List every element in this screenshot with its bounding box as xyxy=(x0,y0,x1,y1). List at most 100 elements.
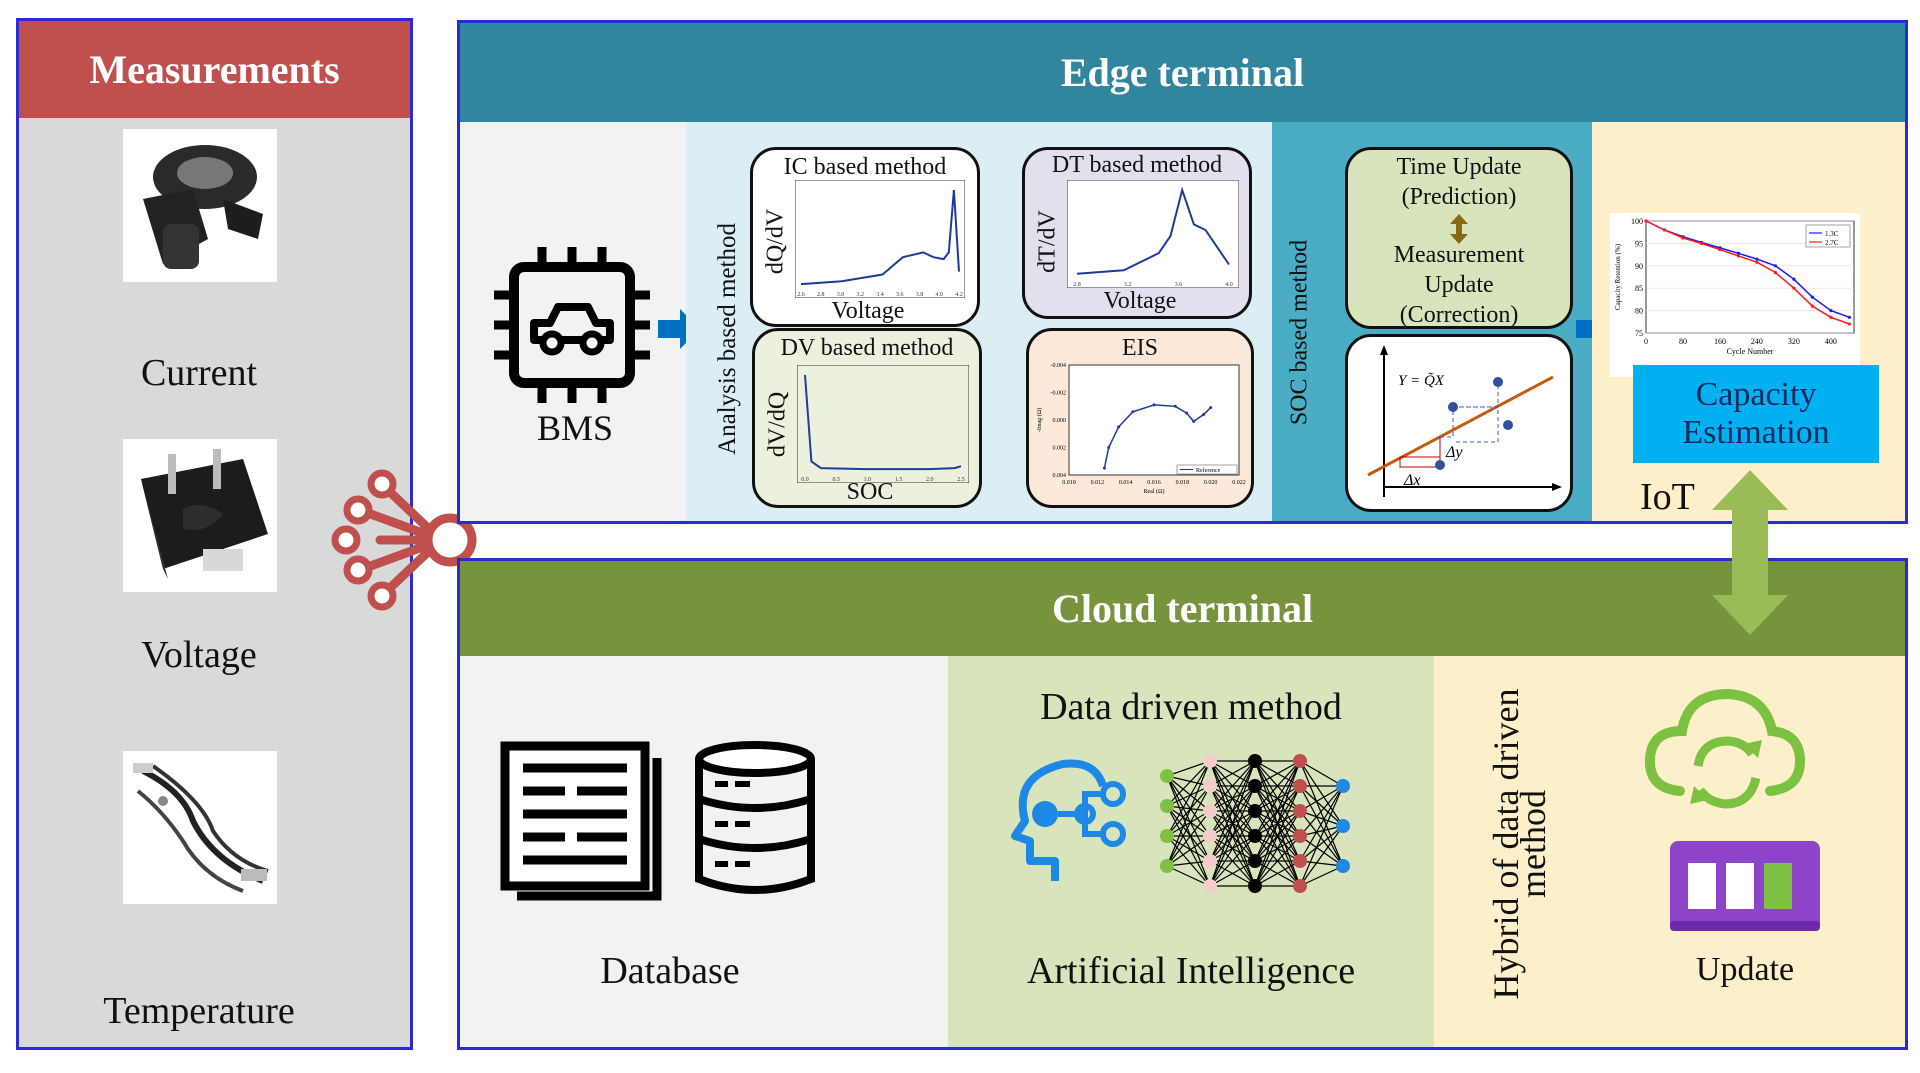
regression-equation: Y = Q̃X xyxy=(1398,372,1445,389)
data-point xyxy=(1102,466,1106,470)
eis-chart-title: EIS xyxy=(1122,335,1158,361)
delta-x-label: Δx xyxy=(1403,472,1421,489)
nn-edge xyxy=(1299,760,1344,787)
nn-edge xyxy=(1299,785,1344,887)
legend-label: 2.7C xyxy=(1825,239,1839,247)
nn-node xyxy=(1293,879,1307,893)
iot-label: IoT xyxy=(1640,476,1695,518)
nn-edge xyxy=(1166,775,1211,787)
regression-plot: Y = Q̃X Δy Δx xyxy=(1367,345,1562,497)
nn-node xyxy=(1160,769,1174,783)
data-point xyxy=(1192,419,1196,423)
nn-edge xyxy=(1299,785,1344,862)
series-line xyxy=(1103,404,1212,469)
ai-head-icon xyxy=(1011,759,1126,881)
data-point xyxy=(1755,257,1759,261)
nn-edge xyxy=(1166,775,1211,887)
nn-edge xyxy=(1166,785,1211,867)
soc-method-label: SOC based method xyxy=(1286,239,1313,426)
nn-node xyxy=(1293,804,1307,818)
tick-label: 320 xyxy=(1788,337,1800,346)
nn-edge xyxy=(1166,760,1211,837)
data-point xyxy=(1131,410,1135,414)
database-icon xyxy=(695,741,815,894)
nn-edge xyxy=(1166,760,1211,807)
tick-label: 2.5 xyxy=(957,477,965,483)
data-point xyxy=(1185,411,1189,415)
dv-chart-xlabel: SOC xyxy=(846,479,894,505)
nn-edge xyxy=(1209,760,1256,862)
data-point xyxy=(1792,286,1796,290)
current-label: Current xyxy=(140,352,258,394)
nn-node xyxy=(1160,859,1174,873)
nn-edge xyxy=(1166,785,1211,837)
dt-chart-xlabel: Voltage xyxy=(1103,288,1177,314)
measurements-header: Measurements xyxy=(19,21,410,118)
dt-chart-title: DT based method xyxy=(1051,152,1223,178)
nn-edge xyxy=(1166,805,1211,862)
nn-edge xyxy=(1254,760,1301,787)
nn-edge xyxy=(1299,760,1344,827)
nn-edge xyxy=(1166,835,1211,887)
tick-label: 100 xyxy=(1631,217,1643,226)
voltage-label: Voltage xyxy=(141,634,257,676)
ic-chart-xlabel: Voltage xyxy=(831,298,905,324)
nn-node xyxy=(1248,829,1262,843)
tick-label: 3.4 xyxy=(876,292,884,298)
data-point xyxy=(1755,260,1759,264)
tick-label: 4.0 xyxy=(936,292,944,298)
tick-label: 0.0 xyxy=(801,477,809,483)
nn-node xyxy=(1203,879,1217,893)
series-line xyxy=(804,374,962,471)
tick-label: 3.2 xyxy=(857,292,865,298)
temperature-sensor-image xyxy=(123,751,277,904)
nn-edge xyxy=(1254,760,1301,862)
nn-edge xyxy=(1299,825,1344,862)
nn-edge xyxy=(1299,785,1344,837)
nn-edge xyxy=(1299,825,1344,837)
data-point xyxy=(1773,270,1778,275)
data-point xyxy=(1810,295,1814,299)
nn-node xyxy=(1336,859,1350,873)
tick-label: 95 xyxy=(1635,239,1643,248)
nn-edge xyxy=(1299,825,1344,887)
data-point xyxy=(1829,315,1833,319)
nn-edge xyxy=(1254,760,1301,837)
nn-edge xyxy=(1254,860,1301,887)
nn-node xyxy=(1160,799,1174,813)
nn-edge xyxy=(1254,760,1301,812)
data-point xyxy=(1847,322,1851,326)
nn-edge xyxy=(1166,760,1211,777)
nn-edge xyxy=(1299,835,1344,867)
tick-label: -0.004 xyxy=(1051,363,1067,369)
nn-edge xyxy=(1209,785,1256,887)
voltage-sensor-image xyxy=(123,439,277,592)
time-update-text: Time Update xyxy=(1396,154,1522,180)
nn-edge xyxy=(1254,785,1301,887)
data-point xyxy=(1202,413,1206,416)
tick-label: 160 xyxy=(1714,337,1726,346)
measurement-text: Measurement xyxy=(1393,242,1525,268)
nn-edge xyxy=(1166,810,1211,837)
nn-edge xyxy=(1209,835,1256,887)
tick-label: 0.018 xyxy=(1176,480,1190,486)
edge-header: Edge terminal xyxy=(460,23,1905,122)
tick-label: 0.016 xyxy=(1147,480,1161,486)
nn-edge xyxy=(1166,835,1211,867)
nn-edge xyxy=(1209,760,1256,812)
nn-edge xyxy=(1254,810,1301,887)
update-text: Update xyxy=(1424,272,1494,298)
nn-edge xyxy=(1166,785,1211,807)
ic-chart-title: IC based method xyxy=(783,154,947,180)
tick-label: 1.5 xyxy=(895,477,903,483)
data-point xyxy=(1810,304,1814,308)
nn-edge xyxy=(1299,785,1344,827)
nn-node xyxy=(1248,879,1262,893)
nn-edge xyxy=(1299,865,1344,887)
prediction-text: (Prediction) xyxy=(1401,184,1517,210)
tick-label: 3.8 xyxy=(916,292,924,298)
sensor-connector-icon xyxy=(331,469,477,611)
current-sensor-image xyxy=(123,129,277,282)
nn-edge xyxy=(1209,810,1256,887)
dv-chart-ylabel: dV/dQ xyxy=(764,391,791,458)
